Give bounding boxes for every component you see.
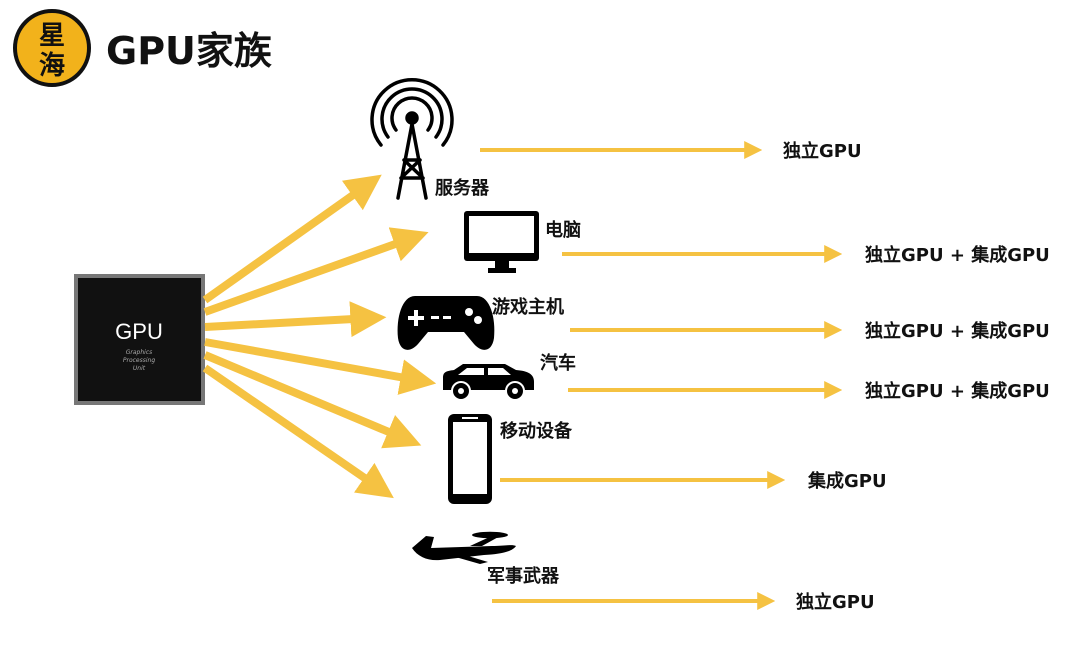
logo-char-1: 星	[39, 21, 65, 51]
result-label-car: 独立GPU + 集成GPU	[865, 380, 1050, 402]
result-label-mobile: 集成GPU	[807, 470, 887, 492]
page-title: GPU家族	[106, 29, 272, 73]
radio-tower-icon	[370, 78, 454, 200]
arrow-to-car	[204, 338, 437, 395]
chip-name: GPU	[115, 319, 163, 344]
device-label-console: 游戏主机	[492, 296, 564, 318]
chip-subtitle-3: Unit	[133, 365, 146, 372]
arrow-to-pc	[203, 227, 429, 316]
gamepad-icon	[397, 296, 495, 350]
device-label-car: 汽车	[540, 352, 576, 374]
chip-subtitle-2: Processing	[123, 357, 155, 364]
device-label-pc: 电脑	[545, 219, 581, 241]
result-label-military: 独立GPU	[796, 591, 875, 613]
fan-arrows	[202, 174, 437, 499]
arrow-to-console	[204, 301, 387, 338]
logo-char-2: 海	[39, 51, 65, 81]
smartphone-icon	[448, 414, 492, 504]
result-label-pc: 独立GPU + 集成GPU	[865, 244, 1050, 266]
device-label-server: 服务器	[435, 177, 490, 199]
monitor-icon	[464, 211, 539, 273]
car-icon	[443, 364, 534, 401]
chip-subtitle-1: Graphics	[126, 349, 153, 356]
result-arrows	[480, 141, 843, 610]
device-label-mobile: 移动设备	[500, 420, 573, 442]
arrow-to-mobile	[203, 351, 422, 449]
gpu-chip: GPU Graphics Processing Unit	[74, 274, 205, 405]
aircraft-icon	[412, 531, 516, 564]
arrow-to-military	[202, 364, 394, 499]
result-label-console: 独立GPU + 集成GPU	[865, 320, 1050, 342]
result-label-server: 独立GPU	[783, 140, 862, 162]
device-label-military: 军事武器	[487, 565, 560, 587]
logo: 星 海	[13, 9, 91, 87]
arrow-to-server	[202, 174, 382, 304]
